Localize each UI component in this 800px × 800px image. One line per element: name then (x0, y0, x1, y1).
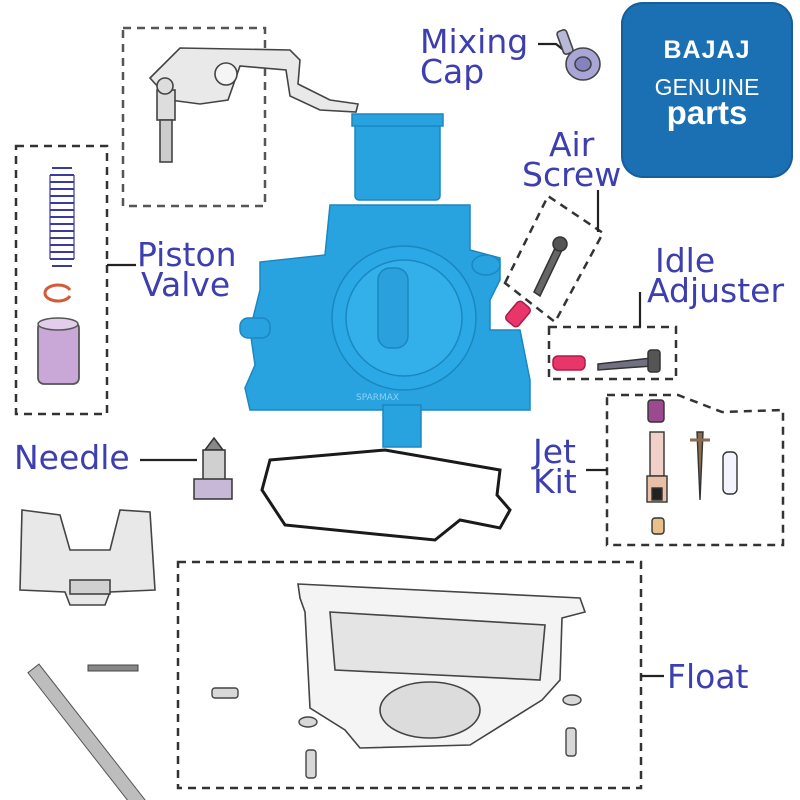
circlip-part (43, 283, 72, 303)
mixing-cap-part (556, 29, 601, 81)
throttle-linkage-part (148, 47, 359, 163)
air-screw-box (503, 194, 605, 324)
piston-spring-part (49, 167, 75, 267)
throttle-linkage-box (121, 26, 267, 208)
jet-kit-parts (646, 399, 738, 535)
label-needle: Needle (14, 438, 130, 477)
label-mixing-cap: Mixing Cap (420, 22, 529, 91)
idle-adjuster-screw-part (597, 349, 661, 373)
label-idle-adjuster: Idle Adjuster (647, 241, 785, 310)
label-jet-kit: Jet Kit (533, 432, 577, 501)
float-bowl-part (297, 583, 587, 749)
piston-valve-box (14, 144, 109, 416)
bajaj-genuine-parts-logo: BAJAJ GENUINE parts (621, 2, 793, 178)
piston-slide-part (37, 317, 80, 385)
idle-adjuster-box (547, 325, 678, 381)
float-bowl-screws (211, 687, 582, 779)
jet-kit-box (605, 393, 785, 547)
carburetor-body (239, 113, 531, 448)
body-stamp: SPARMAX (356, 393, 399, 403)
float-rod-part (27, 663, 148, 800)
air-screw-spring-part (505, 300, 531, 328)
idle-adjuster-spring-part (552, 355, 586, 371)
float-assembly-part (19, 509, 156, 606)
air-screw-part (533, 236, 568, 298)
label-air-screw: Air Screw (522, 125, 622, 194)
logo-brand: BAJAJ (663, 36, 751, 64)
float-pin-part (87, 664, 139, 672)
label-float: Float (667, 657, 749, 696)
float-bowl-gasket (260, 448, 512, 542)
logo-genuine: GENUINE (654, 74, 760, 100)
label-piston-valve: Piston Valve (137, 235, 237, 304)
logo-parts: parts (666, 94, 748, 131)
needle-part (193, 436, 233, 500)
